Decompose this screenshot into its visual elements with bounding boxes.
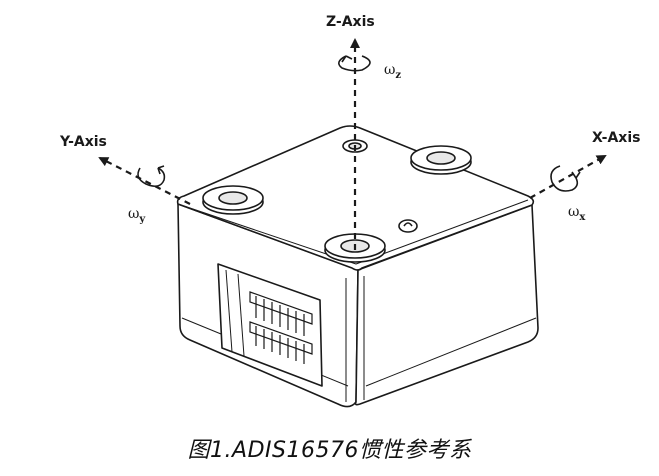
module-right-face	[354, 204, 539, 406]
z-axis-label: Z-Axis	[326, 14, 375, 30]
figure-caption: 图1.ADIS16576惯性参考系	[187, 438, 472, 463]
omega-y-label: ωy	[128, 206, 146, 225]
z-rotation-arrow	[338, 55, 371, 72]
imu-module	[176, 125, 539, 408]
y-axis-label: Y-Axis	[59, 134, 107, 150]
y-axis	[98, 157, 191, 205]
x-rotation-arrow	[550, 165, 579, 192]
omega-z-label: ωz	[384, 62, 401, 81]
connector-pins	[249, 291, 313, 364]
x-axis-label: X-Axis	[592, 130, 640, 146]
mounting-holes	[202, 139, 472, 263]
omega-x-label: ωx	[568, 204, 586, 223]
x-axis	[529, 155, 607, 199]
alignment-pin	[398, 219, 418, 233]
mounting-hole-right	[410, 145, 472, 175]
z-axis	[338, 38, 371, 250]
y-rotation-arrow	[137, 167, 166, 188]
mounting-hole-left	[202, 185, 264, 215]
